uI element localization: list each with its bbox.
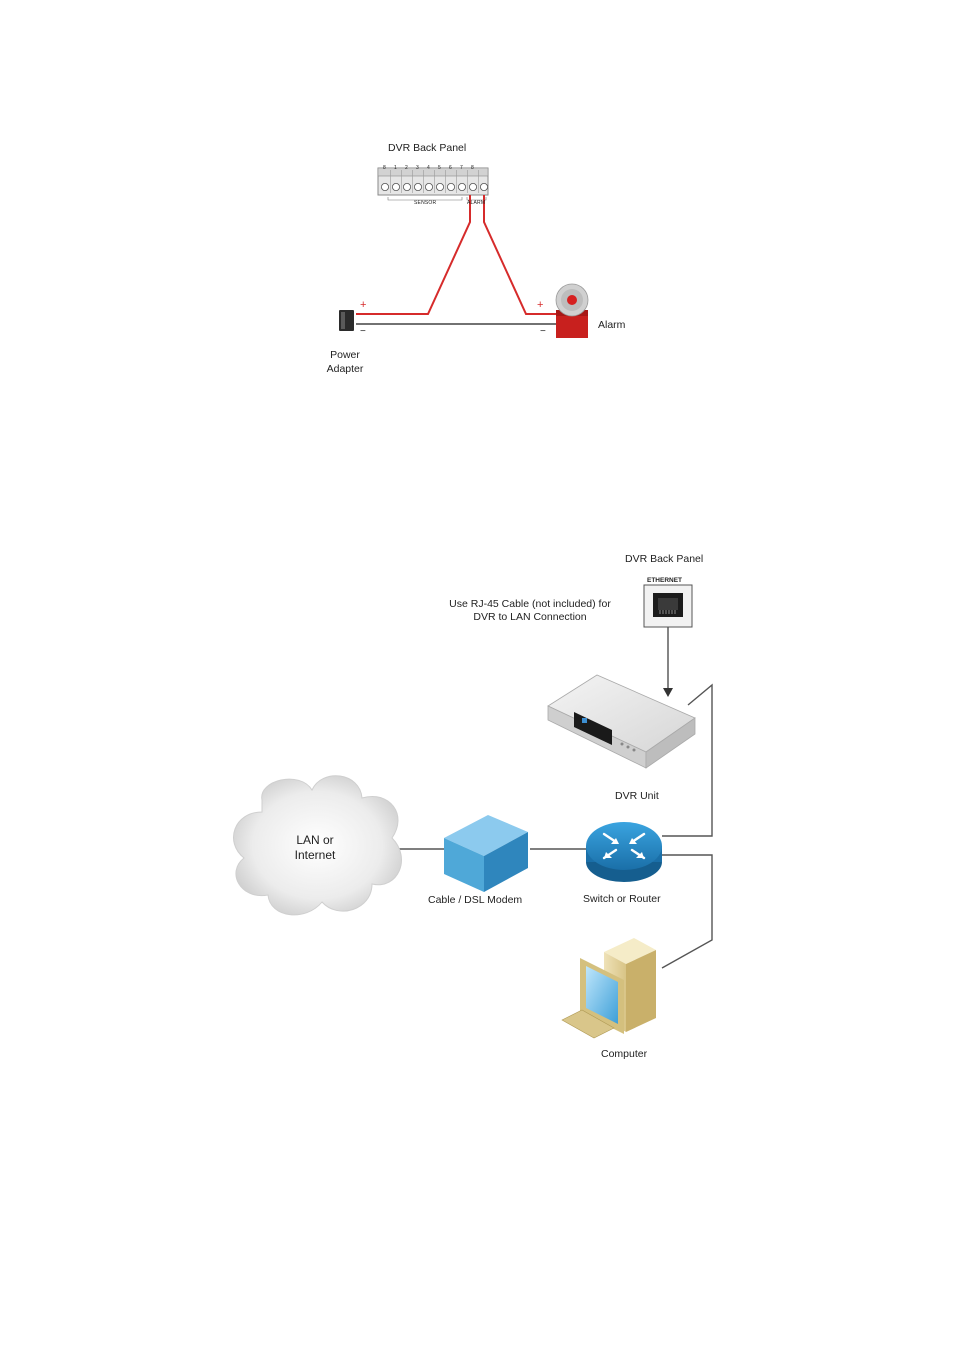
- minus-sign-right: −: [540, 325, 546, 339]
- terminal-number: 8: [383, 161, 386, 175]
- terminal-number: 1: [394, 161, 397, 175]
- power-adapter-label-line1: Power: [318, 348, 372, 362]
- alarm-terminal-label: ALARM: [467, 196, 485, 210]
- network-panel-title: DVR Back Panel: [625, 552, 703, 566]
- cable-note-line1: Use RJ-45 Cable (not included) for: [430, 597, 630, 611]
- dvr-unit-label: DVR Unit: [615, 789, 659, 803]
- alarm-panel-title: DVR Back Panel: [388, 141, 466, 155]
- router-icon: [586, 822, 662, 882]
- router-label: Switch or Router: [583, 892, 661, 906]
- terminal-number: 2: [405, 161, 408, 175]
- modem-label: Cable / DSL Modem: [428, 893, 522, 907]
- plus-sign-left: +: [360, 298, 366, 312]
- computer-label: Computer: [601, 1047, 647, 1061]
- minus-sign-left: −: [360, 325, 366, 339]
- dvr-unit-icon: [548, 675, 695, 768]
- plus-sign-right: +: [537, 298, 543, 312]
- power-adapter-icon: [339, 310, 354, 331]
- modem-icon: [444, 815, 528, 892]
- alarm-siren-icon: [556, 284, 588, 338]
- cloud-label-line2: Internet: [280, 848, 350, 862]
- power-adapter-label-line2: Adapter: [318, 362, 372, 376]
- cloud-label-line1: LAN or: [280, 833, 350, 847]
- terminal-number: 7: [460, 161, 463, 175]
- alarm-label: Alarm: [598, 318, 625, 332]
- computer-icon: [562, 938, 656, 1038]
- ethernet-port-icon: [644, 585, 692, 627]
- sensor-label: SENSOR: [414, 196, 436, 210]
- ethernet-label: ETHERNET: [647, 574, 682, 588]
- ethernet-arrow: [663, 627, 673, 697]
- terminal-number: 4: [427, 161, 430, 175]
- cable-note-line2: DVR to LAN Connection: [430, 610, 630, 624]
- terminal-number: 6: [449, 161, 452, 175]
- alarm-wiring-diagram: [339, 168, 588, 338]
- alarm-red-wires: [356, 195, 556, 314]
- network-diagram: [234, 585, 712, 1038]
- terminal-number: 3: [416, 161, 419, 175]
- terminal-number: 5: [438, 161, 441, 175]
- terminal-number: 8: [471, 161, 474, 175]
